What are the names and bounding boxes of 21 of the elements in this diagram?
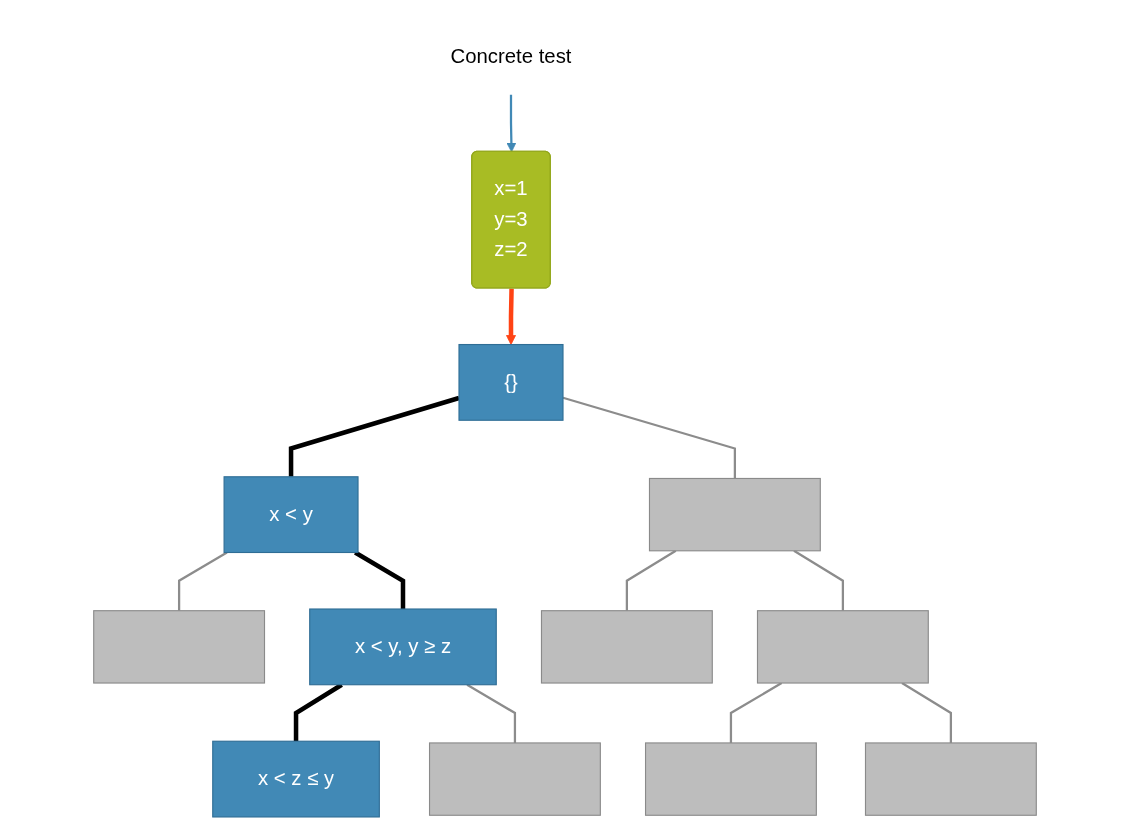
- node-box: {}: [458, 343, 564, 421]
- arrow: [506, 288, 516, 345]
- connector: [466, 683, 517, 743]
- connector: [625, 549, 677, 611]
- connector: [354, 550, 406, 609]
- node-box: [756, 610, 929, 684]
- node-box: [540, 610, 713, 684]
- connector: [729, 682, 783, 743]
- node-box: [93, 610, 266, 684]
- arrow: [506, 94, 517, 153]
- node-text: Concrete test: [450, 45, 572, 68]
- connector: [793, 549, 844, 611]
- node-box: [648, 477, 821, 552]
- node-box: x < z ≤ y: [212, 740, 380, 818]
- node-box: [428, 742, 601, 816]
- node-box: x < y: [223, 476, 359, 554]
- node-box: [644, 742, 817, 816]
- connector: [901, 682, 952, 743]
- connector: [178, 551, 228, 611]
- node-box: [864, 742, 1037, 816]
- node-box: x < y, y ≥ z: [309, 608, 497, 686]
